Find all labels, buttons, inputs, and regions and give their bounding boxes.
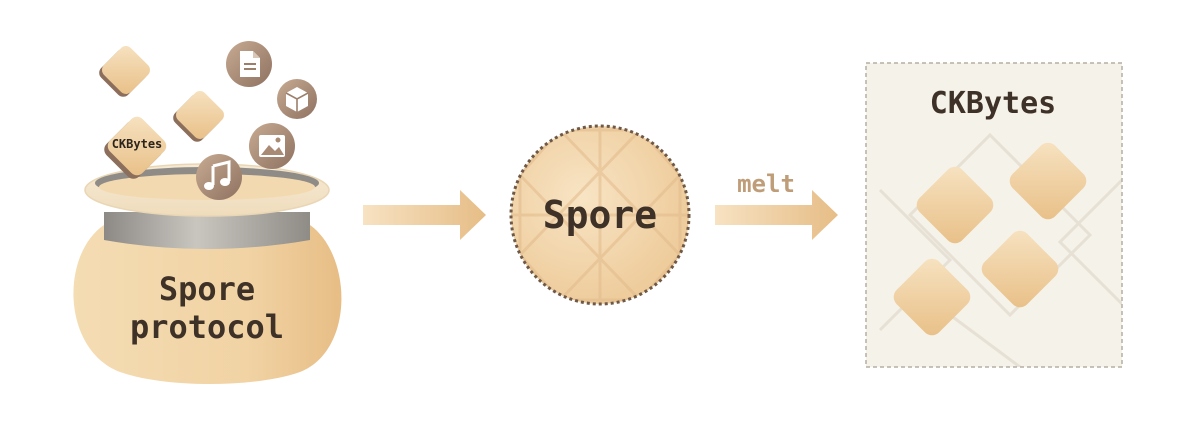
pot-label-line2: protocol xyxy=(130,308,284,346)
floating-token-2 xyxy=(173,91,224,142)
spore-label: Spore xyxy=(543,193,657,237)
pot-label-line1: Spore xyxy=(159,270,255,308)
image-icon xyxy=(249,123,295,169)
pot-neck-band xyxy=(104,212,310,249)
ckbytes-token xyxy=(1009,142,1087,220)
melt-label: melt xyxy=(737,170,795,198)
document-icon xyxy=(226,41,272,87)
spore-protocol-pot xyxy=(73,163,342,384)
ckbytes-box-title: CKBytes xyxy=(930,86,1056,121)
cube-icon xyxy=(277,79,317,119)
melt-arrow: melt xyxy=(715,170,838,240)
spore-node: Spore xyxy=(509,124,691,306)
ckbytes-token xyxy=(916,166,994,244)
ckbytes-token-chip: CKBytes xyxy=(104,116,167,179)
arrow-pot-to-spore xyxy=(363,190,486,240)
ckbytes-chip-label: CKBytes xyxy=(112,137,163,151)
ckbytes-token xyxy=(893,258,971,336)
pot-body xyxy=(73,225,342,384)
floating-token-1 xyxy=(99,46,150,97)
music-note-icon xyxy=(196,154,242,200)
ckbytes-box: CKBytes xyxy=(865,62,1123,368)
ckbytes-token xyxy=(981,230,1059,308)
